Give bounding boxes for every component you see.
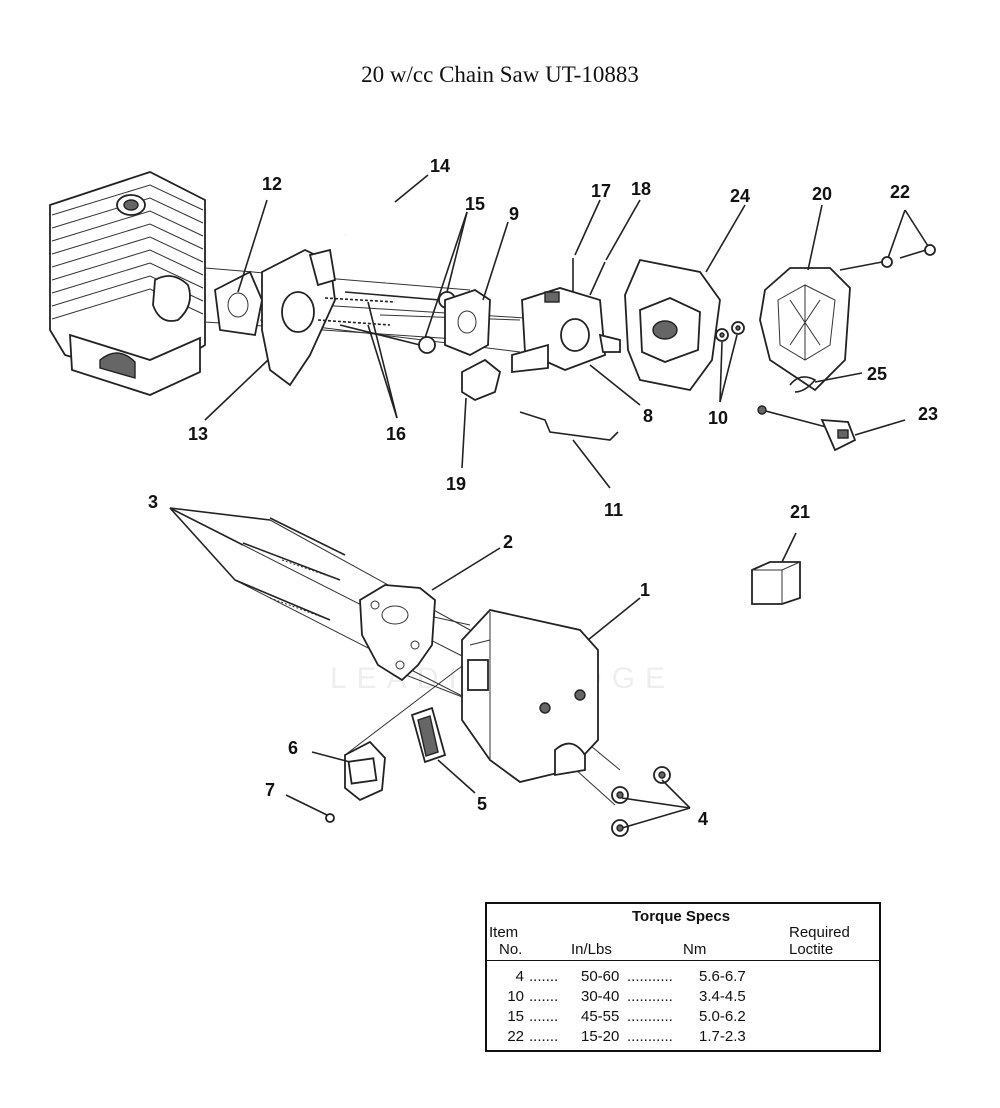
callout-leader-lines	[169, 174, 929, 829]
callout-23: 23	[918, 404, 938, 424]
callout-8: 8	[643, 406, 653, 426]
callout-13: 13	[188, 424, 208, 444]
foam-filter-part	[751, 561, 801, 605]
callout-19: 19	[446, 474, 466, 494]
callout-16: 16	[386, 424, 406, 444]
callout-18: 18	[631, 179, 651, 199]
throttle-rod-part	[519, 411, 619, 441]
callout-14: 14	[430, 156, 450, 176]
air-box-part	[624, 258, 721, 391]
callout-24: 24	[730, 186, 750, 206]
retaining-clip-part	[789, 376, 817, 393]
callout-10: 10	[708, 408, 728, 428]
mounting-bolts-part	[317, 291, 456, 354]
callout-6: 6	[288, 738, 298, 758]
choke-lever-part	[461, 358, 502, 402]
page-title: 20 w/cc Chain Saw UT-10883	[361, 62, 639, 87]
callout-17: 17	[591, 181, 611, 201]
header-separator	[487, 960, 879, 961]
spark-arrestor-part	[344, 740, 386, 802]
callout-12: 12	[262, 174, 282, 194]
carburetor-gasket-part	[444, 289, 491, 356]
muffler-bolts-part	[234, 517, 346, 621]
callout-3: 3	[148, 492, 158, 512]
intake-gasket-part	[214, 270, 263, 337]
muffler-body-part	[461, 609, 599, 783]
table-row: 4 ....... 50-60 ........... 5.6-6.7	[515, 968, 746, 985]
warning-label-part	[410, 706, 447, 764]
header-item-line2: No.	[499, 941, 523, 958]
torque-table-title: Torque Specs	[632, 908, 731, 925]
header-loctite-line1: Required	[789, 924, 850, 941]
filter-cover-screws-part	[839, 244, 936, 271]
filter-knob-part	[757, 405, 857, 452]
header-loctite-line2: Loctite	[789, 941, 834, 958]
table-row: 22 ....... 15-20 ........... 1.7-2.3	[507, 1028, 746, 1045]
header-nm: Nm	[683, 941, 707, 958]
header-item-line1: Item	[489, 924, 519, 941]
callout-5: 5	[477, 794, 487, 814]
air-box-nuts-part	[715, 321, 745, 342]
callout-2: 2	[503, 532, 513, 552]
cylinder-part	[49, 171, 206, 396]
callout-11: 11	[604, 500, 623, 520]
table-row: 10 ....... 30-40 ........... 3.4-4.5	[507, 988, 746, 1005]
callout-1: 1	[640, 580, 650, 600]
table-row: 15 ....... 45-55 ........... 5.0-6.2	[507, 1008, 746, 1025]
callout-25: 25	[867, 364, 887, 384]
callout-21: 21	[790, 502, 810, 522]
callout-9: 9	[509, 204, 519, 224]
air-filter-cover-part	[759, 267, 851, 392]
callout-20: 20	[812, 184, 832, 204]
carburetor-part	[511, 258, 621, 374]
torque-specs-table: Torque Specs Item No. In/Lbs Nm Required…	[485, 902, 881, 1052]
callout-15: 15	[465, 194, 485, 214]
screen-screw-part	[325, 813, 335, 823]
callout-22: 22	[890, 182, 910, 202]
intake-manifold-part	[261, 248, 337, 387]
header-inlbs: In/Lbs	[571, 941, 612, 958]
fuel-line-part	[344, 198, 405, 283]
muffler-gasket-part	[359, 584, 436, 682]
callout-7: 7	[265, 780, 275, 800]
callout-4: 4	[698, 809, 708, 829]
